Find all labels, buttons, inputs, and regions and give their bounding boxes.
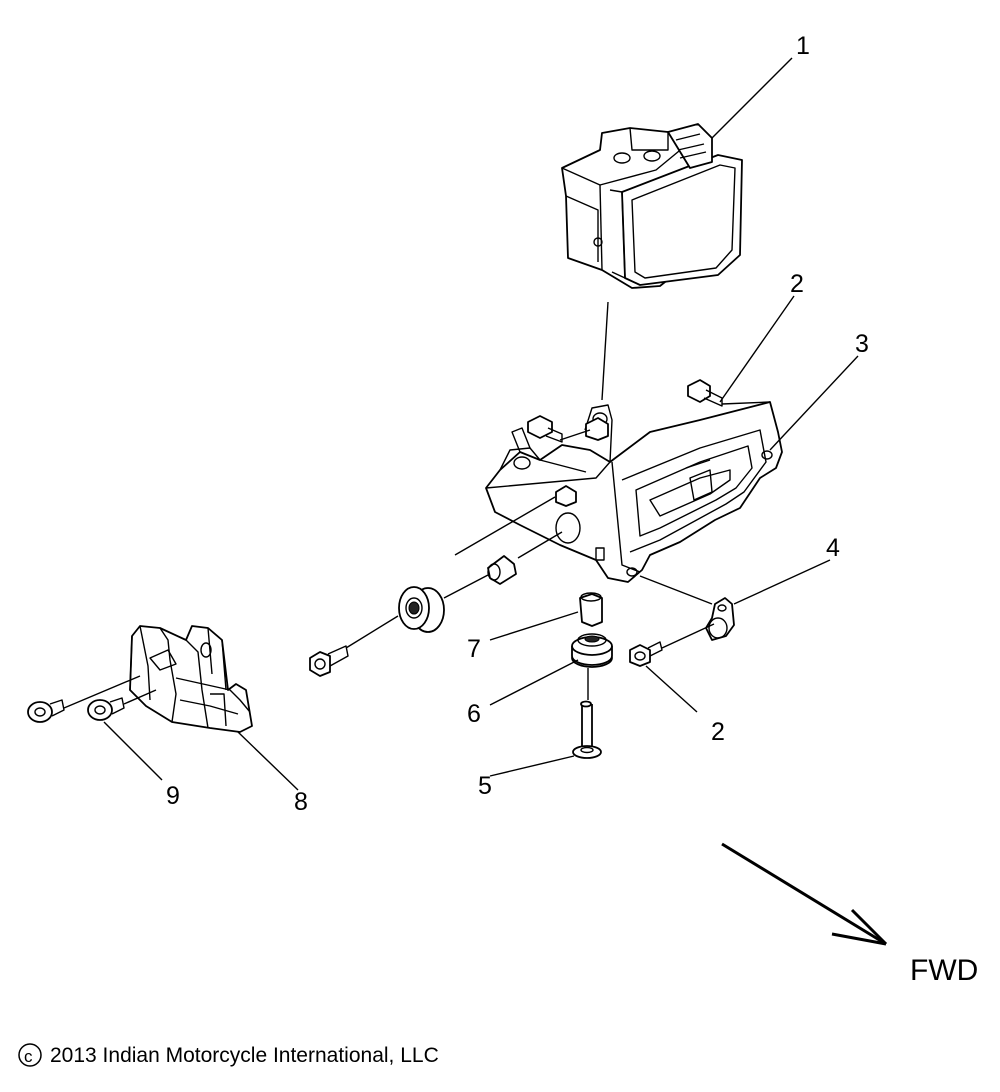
part-5-screw: [572, 700, 602, 759]
grommet-left: [398, 586, 445, 633]
part-3-bracket: [485, 401, 783, 583]
callout-8: 8: [294, 788, 308, 816]
bolt-left: [309, 645, 349, 677]
copyright-symbol-icon: c: [18, 1043, 42, 1067]
part-2-bolt-lower: [629, 641, 663, 667]
part-9-screw-a: [27, 699, 65, 723]
part-7-sleeve: [579, 592, 603, 627]
part-4-clip: [705, 597, 735, 641]
spacer-tube: [487, 555, 517, 585]
callout-3: 3: [855, 330, 869, 358]
callout-7: 7: [467, 635, 481, 663]
callout-2-lower: 2: [711, 718, 725, 746]
nut-front: [555, 485, 577, 507]
callout-4: 4: [826, 534, 840, 562]
leader-lines: [63, 57, 859, 791]
part-2-bolt-upper-right: [687, 379, 723, 407]
callout-2-upper: 2: [790, 270, 804, 298]
part-8-bracket: [129, 625, 253, 733]
copyright-text: 2013 Indian Motorcycle International, LL…: [50, 1044, 439, 1067]
callout-6: 6: [467, 700, 481, 728]
direction-label: FWD: [910, 954, 978, 987]
callout-1: 1: [796, 32, 810, 60]
part-6-grommet: [571, 633, 613, 668]
bolt-upper-left: [527, 415, 563, 443]
part-9-screw-b: [87, 697, 125, 721]
part-1-abs-module: [561, 123, 743, 289]
nut-back: [585, 417, 609, 441]
copyright-symbol: c: [24, 1047, 33, 1066]
callout-5: 5: [478, 772, 492, 800]
callout-9: 9: [166, 782, 180, 810]
forward-arrow-icon: [721, 842, 888, 946]
